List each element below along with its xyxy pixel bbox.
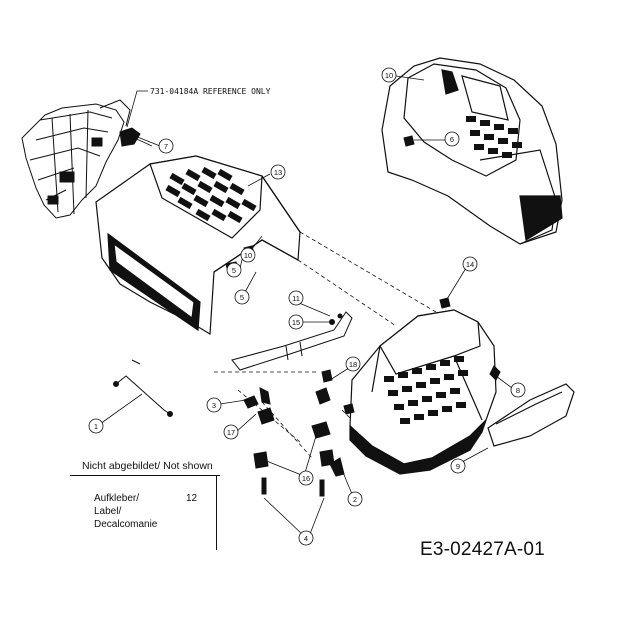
not-shown-item-line-1: Aufkleber/ bbox=[94, 493, 140, 504]
callout-11: 11 bbox=[288, 290, 304, 306]
not-shown-heading: Nicht abgebildet/ Not shown bbox=[82, 460, 213, 472]
callout-13: 13 bbox=[270, 164, 286, 180]
svg-text:14: 14 bbox=[466, 260, 474, 269]
callout-5-lower: 5 bbox=[234, 289, 250, 305]
svg-text:10: 10 bbox=[244, 251, 252, 260]
callout-1: 1 bbox=[88, 418, 104, 434]
leader-lines bbox=[99, 75, 513, 535]
svg-text:13: 13 bbox=[274, 168, 282, 177]
not-shown-divider bbox=[70, 475, 220, 476]
svg-text:2: 2 bbox=[353, 495, 357, 504]
dash-panel-bracket bbox=[21, 99, 141, 219]
svg-text:5: 5 bbox=[240, 293, 244, 302]
callout-18: 18 bbox=[345, 356, 361, 372]
svg-text:1: 1 bbox=[94, 422, 98, 431]
callout-5-upper: 5 bbox=[226, 262, 242, 278]
svg-text:15: 15 bbox=[292, 318, 300, 327]
callout-9: 9 bbox=[450, 458, 466, 474]
svg-text:7: 7 bbox=[164, 142, 168, 151]
callout-17: 17 bbox=[223, 424, 239, 440]
svg-text:6: 6 bbox=[450, 135, 454, 144]
svg-text:3: 3 bbox=[212, 401, 216, 410]
callout-15: 15 bbox=[288, 314, 304, 330]
hood bbox=[95, 155, 301, 336]
callout-4: 4 bbox=[298, 530, 314, 546]
grille-lens bbox=[487, 383, 575, 447]
front-grille-slots bbox=[384, 356, 468, 424]
reference-note: 731-04184A REFERENCE ONLY bbox=[150, 87, 271, 96]
callout-3: 3 bbox=[206, 397, 222, 413]
callout-14: 14 bbox=[462, 256, 478, 272]
callout-2: 2 bbox=[347, 491, 363, 507]
callout-10-top: 10 bbox=[381, 67, 397, 83]
svg-text:18: 18 bbox=[349, 360, 357, 369]
svg-text:10: 10 bbox=[385, 71, 393, 80]
callout-16: 16 bbox=[298, 470, 314, 486]
reference-leader bbox=[126, 90, 148, 128]
not-shown-item-line-2: Label/ bbox=[94, 506, 122, 517]
svg-text:9: 9 bbox=[456, 462, 460, 471]
not-shown-item-line-3: Decalcomanie bbox=[94, 519, 158, 530]
callout-7: 7 bbox=[158, 138, 174, 154]
grille-assembly-rear-view bbox=[381, 57, 563, 245]
svg-text:8: 8 bbox=[516, 386, 520, 395]
callout-10-hood: 10 bbox=[240, 247, 256, 263]
svg-text:5: 5 bbox=[232, 266, 236, 275]
svg-text:4: 4 bbox=[304, 534, 308, 543]
grille-rear-slots bbox=[466, 116, 522, 158]
callout-8: 8 bbox=[510, 382, 526, 398]
hood-bracket bbox=[231, 311, 353, 371]
drawing-number: E3-02427A-01 bbox=[420, 539, 545, 560]
front-grille bbox=[349, 309, 497, 475]
not-shown-vertical-rule bbox=[216, 476, 217, 550]
svg-text:17: 17 bbox=[227, 428, 235, 437]
svg-text:16: 16 bbox=[302, 474, 310, 483]
hood-vent-grille bbox=[165, 166, 257, 224]
not-shown-item-number: 12 bbox=[186, 493, 198, 504]
callout-6: 6 bbox=[444, 131, 460, 147]
svg-text:11: 11 bbox=[292, 294, 300, 303]
